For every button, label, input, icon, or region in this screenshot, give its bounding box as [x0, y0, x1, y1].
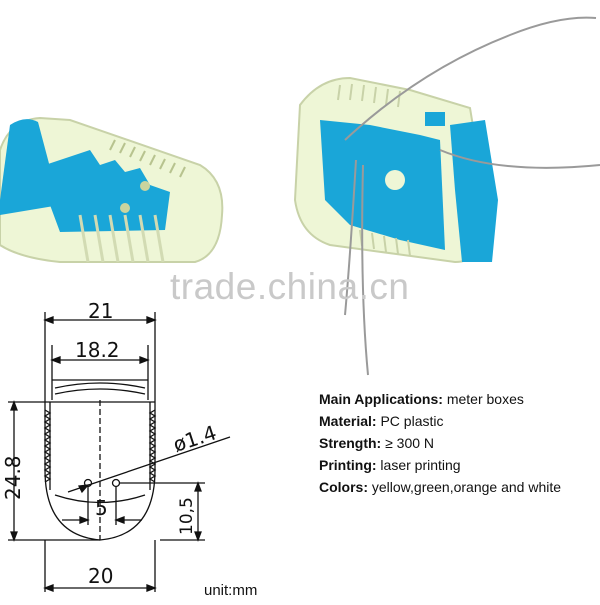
spec-label: Main Applications: [319, 391, 443, 407]
unit-label: unit:mm [204, 582, 258, 599]
spec-row-applications: Main Applications: meter boxes [319, 388, 561, 410]
dim-inner-width: 18.2 [75, 338, 120, 362]
spec-row-strength: Strength: ≥ 300 N [319, 432, 561, 454]
dim-width-top: 21 [88, 299, 113, 323]
dim-hole-diameter: ø1.4 [170, 420, 219, 456]
spec-row-printing: Printing: laser printing [319, 454, 561, 476]
spec-list: Main Applications: meter boxes Material:… [319, 388, 561, 498]
spec-label: Colors: [319, 479, 368, 495]
spec-row-colors: Colors: yellow,green,orange and white [319, 476, 561, 498]
spec-value: PC plastic [376, 413, 444, 429]
dim-hole-spacing: 5 [95, 496, 108, 520]
seal-photo-right [293, 16, 600, 376]
dim-hole-height: 10,5 [177, 497, 197, 535]
spec-label: Material: [319, 413, 377, 429]
spec-value: meter boxes [442, 391, 524, 407]
spec-label: Printing: [319, 457, 377, 473]
spec-value: ≥ 300 N [381, 435, 435, 451]
spec-value: laser printing [376, 457, 461, 473]
watermark-text: trade.china.cn [170, 266, 410, 307]
dim-height: 24.8 [1, 455, 25, 500]
spec-value: yellow,green,orange and white [368, 479, 562, 495]
technical-drawing [8, 312, 231, 592]
spec-label: Strength: [319, 435, 382, 451]
seal-photo-left [0, 116, 224, 263]
spec-row-material: Material: PC plastic [319, 410, 561, 432]
dim-width-bottom: 20 [88, 564, 113, 588]
